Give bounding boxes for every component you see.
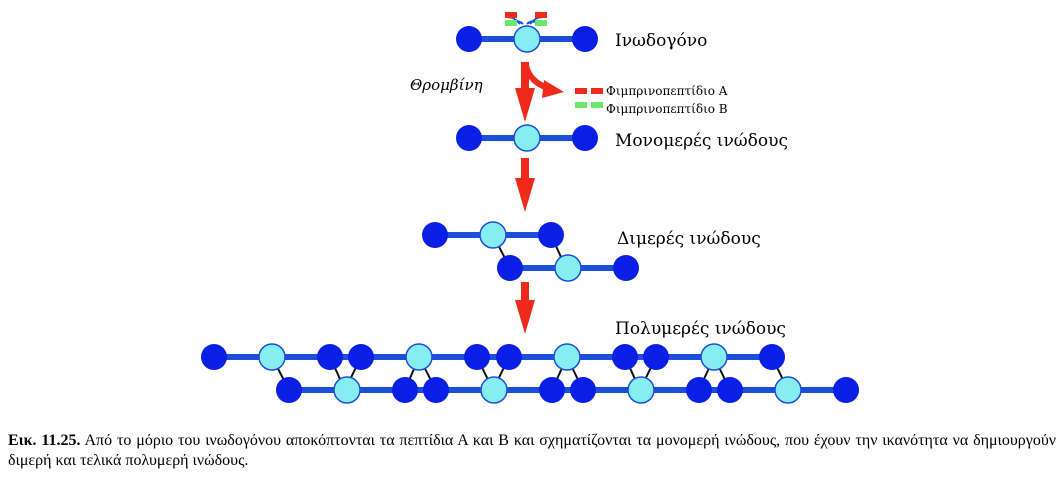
- d-domain-left: [570, 377, 596, 403]
- d-domain-right: [539, 377, 565, 403]
- arrow-monomer-to-dimer: [515, 158, 535, 212]
- e-domain-center: [480, 376, 508, 404]
- peptide-a-mark-1: [575, 88, 587, 94]
- fibrin-polymerization-diagram: Φιμπρινοπεπτίδιο Α Φιμπρινοπεπτίδιο Β Ιν…: [201, 12, 859, 404]
- d-domain-right: [538, 222, 564, 248]
- d-domain-left: [456, 125, 482, 151]
- d-domain-left: [422, 222, 448, 248]
- d-domain-right: [464, 344, 490, 370]
- d-domain-left: [717, 377, 743, 403]
- d-domain-left: [423, 377, 449, 403]
- dimer-molecule-bottom: [497, 254, 639, 282]
- e-domain-center: [479, 221, 507, 249]
- e-domain-center: [333, 376, 361, 404]
- d-domain-left: [276, 377, 302, 403]
- molecules-layer: [201, 25, 859, 404]
- d-domain-right: [572, 26, 598, 52]
- d-domain-left: [643, 344, 669, 370]
- peptide-b-mark-1: [575, 102, 587, 108]
- e-domain-center: [627, 376, 655, 404]
- d-domain-right: [613, 255, 639, 281]
- figure-number: Εικ. 11.25.: [8, 432, 81, 449]
- polymer-bottom-molecule-2: [423, 376, 565, 404]
- d-domain-right: [572, 125, 598, 151]
- polymer-top-molecule-1: [201, 343, 343, 371]
- peptide-b-label: Φιμπρινοπεπτίδιο Β: [606, 102, 728, 116]
- polymer-bottom-molecule-4: [717, 376, 859, 404]
- released-peptide-a: Φιμπρινοπεπτίδιο Α: [575, 84, 728, 98]
- d-domain-left: [201, 344, 227, 370]
- arrow-dimer-to-polymer: [515, 282, 535, 334]
- e-domain-center: [700, 343, 728, 371]
- e-domain-center: [554, 254, 582, 282]
- fibrin-monomer: [456, 124, 598, 152]
- d-domain-right: [317, 344, 343, 370]
- e-domain-center: [553, 343, 581, 371]
- d-domain-left: [348, 344, 374, 370]
- fibrinopeptides-attached: [505, 12, 547, 26]
- d-domain-left: [496, 344, 522, 370]
- thrombin-label: Θρομβίνη: [410, 76, 483, 94]
- dimer-molecule-top: [422, 221, 564, 249]
- polymer-bottom-molecule-1: [276, 376, 418, 404]
- figure-caption: Εικ. 11.25. Από το μόριο του ινωδογόνου …: [8, 431, 1056, 471]
- d-domain-left: [497, 255, 523, 281]
- fibrinogen-molecule: [456, 25, 598, 53]
- arrow-cleavage-branch: [523, 65, 564, 98]
- monomer-label: Μονομερές ινώδους: [615, 131, 788, 151]
- polymer-bottom-molecule-3: [570, 376, 712, 404]
- polymer-top-molecule-3: [496, 343, 638, 371]
- bonds-layer: [330, 354, 730, 393]
- e-domain-center: [258, 343, 286, 371]
- d-domain-right: [686, 377, 712, 403]
- d-domain-right: [759, 344, 785, 370]
- e-domain-center: [774, 376, 802, 404]
- caption-text: Από το μόριο του ινωδογόνου αποκόπτονται…: [8, 432, 1056, 469]
- e-domain-center: [513, 124, 541, 152]
- polymer-label: Πολυμερές ινώδους: [615, 319, 786, 339]
- polymer-top-molecule-2: [348, 343, 490, 371]
- fibrinogen-label: Ινωδογόνο: [615, 31, 707, 51]
- peptide-a-label: Φιμπρινοπεπτίδιο Α: [606, 84, 728, 98]
- d-domain-right: [612, 344, 638, 370]
- peptide-b-mark-2: [591, 102, 603, 108]
- e-domain-center: [513, 25, 541, 53]
- arrow-fibrinogen-to-monomer: [515, 62, 535, 122]
- peptide-a-mark-2: [591, 88, 603, 94]
- polymer-top-molecule-4: [643, 343, 785, 371]
- released-peptide-b: Φιμπρινοπεπτίδιο Β: [575, 102, 728, 116]
- e-domain-center: [405, 343, 433, 371]
- d-domain-left: [456, 26, 482, 52]
- dimer-label: Διμερές ινώδους: [617, 229, 761, 249]
- d-domain-right: [833, 377, 859, 403]
- d-domain-right: [392, 377, 418, 403]
